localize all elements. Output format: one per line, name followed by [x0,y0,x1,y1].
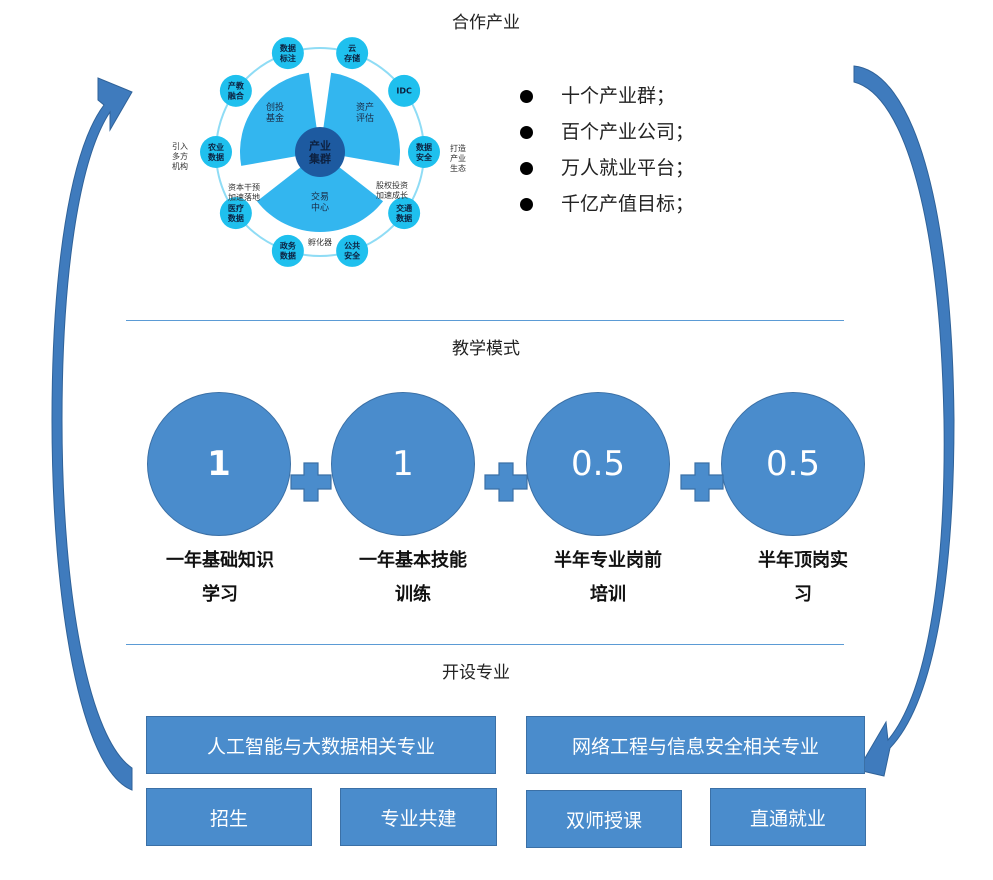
bullet-icon [520,125,533,139]
teaching-section-title: 教学模式 [452,339,520,359]
left-up-arrow [51,77,133,791]
goal-item: 百个产业公司； [518,114,694,150]
plus-icon [290,462,332,502]
hub-node [271,37,304,70]
hub-node-label: 产教融合 [228,81,245,101]
hub-node-label: 政务数据 [280,241,297,261]
hub-node-label: 云存储 [343,44,360,63]
hub-node [271,234,304,267]
plus-icon [484,462,528,502]
hub-node [336,37,369,70]
major-ai-big-data: 人工智能与大数据相关专业 [146,716,496,774]
major-network-security: 网络工程与信息安全相关专业 [526,716,865,774]
goal-item: 千亿产值目标； [518,186,694,222]
annotation-bottom: 孵化器 [308,237,332,247]
step-label-1: 一年基础知识 学习 [166,550,274,605]
hub-node-label: 农业数据 [207,142,224,162]
box-co-build: 专业共建 [340,788,497,846]
step-circle-4: 0.5 [721,392,865,536]
box-enrollment: 招生 [146,788,312,846]
box-direct-employment: 直通就业 [710,788,866,846]
goal-item: 万人就业平台； [518,150,694,186]
step-circle-1: 1 [147,392,291,536]
industry-goals-list: 十个产业群； 百个产业公司； 万人就业平台； 千亿产值目标； [518,78,694,222]
hub-sector-label: 资产评估 [356,101,374,124]
hub-sector-label: 创投基金 [266,101,284,124]
hub-node [388,197,421,230]
hub-node [336,234,369,267]
divider-bottom [126,644,844,645]
hub-sector-label: 交易中心 [311,191,329,214]
annotation-lower-right: 股权投资加速成长 [376,180,408,200]
step-circle-2: 1 [331,392,475,536]
plus-icon [680,462,724,502]
hub-node-label: 数据标注 [279,43,296,63]
annotation-left: 引入多方机构 [172,142,188,171]
hub-node-label: IDC [396,87,412,96]
step-circle-3: 0.5 [526,392,670,536]
bullet-icon [520,161,533,175]
box-dual-teachers: 双师授课 [526,790,682,848]
hub-center [295,127,345,177]
hub-node [200,136,232,168]
bullet-icon [520,197,533,211]
hub-node [388,74,421,107]
divider-top [126,320,844,321]
hub-node-label: 数据安全 [416,142,433,162]
hub-node-label: 公共安全 [344,241,361,261]
step-label-2: 一年基本技能 训练 [359,550,467,605]
right-down-arrow [853,65,955,777]
step-label-4: 半年顶岗实 习 [758,550,848,605]
hub-sector [256,164,384,232]
hub-node [219,197,252,230]
annotation-right: 打造产业生态 [450,143,466,173]
bullet-icon [520,89,533,103]
hub-node [408,136,440,168]
annotation-lower-left: 资本干预加速落地 [228,182,260,202]
step-label-3: 半年专业岗前 培训 [554,550,662,605]
hub-node [219,74,252,107]
majors-section-title: 开设专业 [442,663,510,683]
hub-center-label: 产业集群 [308,138,331,165]
hub-node-label: 医疗数据 [228,203,244,223]
hub-node-label: 交通数据 [396,203,412,223]
industry-section-title: 合作产业 [452,13,520,33]
goal-item: 十个产业群； [518,78,694,114]
